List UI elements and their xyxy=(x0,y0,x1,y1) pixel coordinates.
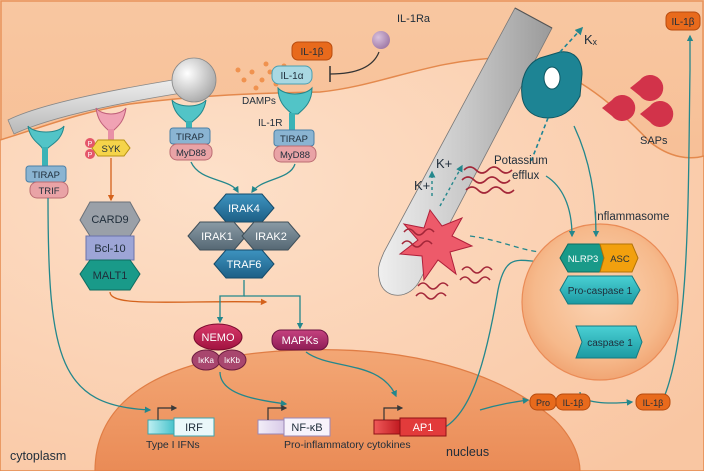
svg-text:NLRP3: NLRP3 xyxy=(568,254,599,265)
svg-text:AP1: AP1 xyxy=(413,422,434,434)
svg-text:IRAK2: IRAK2 xyxy=(255,231,287,243)
svg-text:MAPKs: MAPKs xyxy=(282,335,319,347)
kplus-label-2: K+ xyxy=(436,156,452,171)
potassium-channel xyxy=(521,26,584,165)
svg-text:IL-1β: IL-1β xyxy=(563,398,584,408)
svg-text:IRF: IRF xyxy=(185,422,203,434)
kplus-label-1: K+ xyxy=(414,178,430,193)
irf-gene: IRF xyxy=(147,405,215,437)
inflammasome-label: Inflammasome xyxy=(594,211,669,223)
il1b-pro-box xyxy=(555,393,591,411)
traf6-hexagon xyxy=(213,249,275,279)
wavy-lines xyxy=(401,166,515,300)
syk-hexagon xyxy=(91,139,131,157)
saps-label: SAPs xyxy=(640,135,668,147)
svg-text:ASC: ASC xyxy=(610,254,630,265)
proinflammatory-label: Pro-inflammatory cytokines xyxy=(284,439,411,451)
il1a-box xyxy=(271,65,313,85)
il1b-mature-box xyxy=(635,393,671,411)
damps-label: DAMPs xyxy=(242,96,276,107)
phospho-1 xyxy=(85,138,95,148)
cytoplasm-label: cytoplasm xyxy=(10,449,66,463)
svg-text:MyD88: MyD88 xyxy=(176,148,206,159)
crystal-rod xyxy=(377,7,553,296)
malt1-hexagon xyxy=(79,259,141,291)
svg-text:TIRAP: TIRAP xyxy=(32,170,60,181)
cell-membrane xyxy=(0,57,704,471)
tlr-mid-receptor xyxy=(171,99,207,123)
il1ra-label: IL-1Ra xyxy=(397,13,431,25)
svg-text:IL-1β: IL-1β xyxy=(643,398,664,408)
svg-text:caspase 1: caspase 1 xyxy=(587,338,633,349)
ikkb-ellipse xyxy=(217,349,247,371)
nemo-ellipse xyxy=(193,323,243,351)
svg-text:SYK: SYK xyxy=(101,144,121,155)
svg-text:IκKa: IκKa xyxy=(198,356,215,365)
caspase1-shape xyxy=(575,325,643,359)
svg-text:P: P xyxy=(88,152,93,159)
trif-box xyxy=(29,181,69,199)
myd88-right xyxy=(273,145,317,163)
myd88-mid xyxy=(169,143,213,161)
il1b-top-box xyxy=(291,41,333,61)
particle-sphere xyxy=(171,57,217,103)
saps-shapes xyxy=(602,75,674,128)
signal-arrows xyxy=(47,34,694,433)
bcl10-box xyxy=(85,235,135,261)
nucleus-label: nucleus xyxy=(446,445,489,459)
potassium-efflux-label: Potassium efflux xyxy=(494,155,551,182)
tlr-left-receptor xyxy=(27,125,65,149)
il1b-top-label: IL-1β xyxy=(301,47,324,58)
nfkb-gene: NF-κB xyxy=(257,405,331,437)
svg-text:Pro-caspase 1: Pro-caspase 1 xyxy=(568,286,633,297)
damps-dots xyxy=(235,61,287,91)
svg-text:TIRAP: TIRAP xyxy=(176,132,204,143)
dectin-receptor xyxy=(95,107,127,131)
mapks-box xyxy=(271,329,329,351)
kx-label: Kₓ xyxy=(584,32,598,47)
svg-text:CARD9: CARD9 xyxy=(91,214,128,226)
svg-text:NEMO: NEMO xyxy=(202,332,235,344)
il1b-corner-label: IL-1β xyxy=(672,17,695,28)
type1-ifn-label: Type I IFNs xyxy=(146,439,200,451)
procaspase-hexagon xyxy=(559,275,641,305)
svg-text:IRAK4: IRAK4 xyxy=(228,203,260,215)
svg-text:TRAF6: TRAF6 xyxy=(227,259,262,271)
asc-hexagon xyxy=(599,243,639,273)
il1a-label: IL-1α xyxy=(280,71,303,82)
svg-text:Pro: Pro xyxy=(536,398,550,408)
il1r-label: IL-1R xyxy=(258,118,282,129)
il1r-receptor xyxy=(277,86,313,115)
svg-text:IκKb: IκKb xyxy=(224,356,241,365)
svg-text:P: P xyxy=(88,141,93,148)
svg-text:Bcl-10: Bcl-10 xyxy=(94,243,125,255)
il1ra-ball xyxy=(372,31,390,49)
svg-text:MALT1: MALT1 xyxy=(93,270,128,282)
svg-text:NF-κB: NF-κB xyxy=(291,422,322,434)
svg-text:IRAK1: IRAK1 xyxy=(201,231,233,243)
nucleus-region xyxy=(94,349,581,471)
il1b-corner-box xyxy=(665,11,701,31)
svg-text:MyD88: MyD88 xyxy=(280,150,310,161)
svg-text:TIRAP: TIRAP xyxy=(280,134,308,145)
ap1-gene: AP1 xyxy=(373,405,447,437)
svg-text:TRIF: TRIF xyxy=(38,186,59,197)
phospho-2 xyxy=(85,149,95,159)
